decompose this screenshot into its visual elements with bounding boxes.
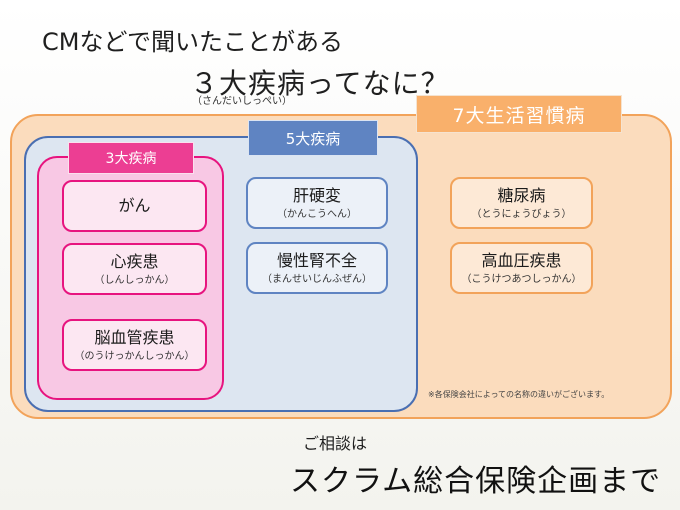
disease-card-chronic-renal-failure: 慢性腎不全 （まんせいじんふぜん）: [246, 242, 388, 294]
disease-card-cirrhosis: 肝硬変 （かんこうへん）: [246, 177, 388, 229]
disease-name: がん: [118, 196, 151, 215]
disease-card-cancer: がん: [62, 180, 207, 232]
disease-card-diabetes: 糖尿病 （とうにょうびょう）: [450, 177, 593, 229]
group-label-7-lifestyle-diseases: 7大生活習慣病: [416, 95, 622, 133]
disease-reading: （しんしっかん）: [94, 274, 175, 286]
footnote: ※各保険会社によっての名称の違いがございます。: [428, 390, 610, 399]
consult-label: ご相談は: [303, 434, 368, 453]
disease-reading: （こうけつあつしっかん）: [461, 273, 582, 285]
disease-card-hypertension: 高血圧疾患 （こうけつあつしっかん）: [450, 242, 593, 294]
headline: CMなどで聞いたことがある: [42, 28, 343, 56]
disease-reading: （かんこうへん）: [277, 208, 357, 220]
disease-reading: （まんせいじんふぜん）: [262, 273, 372, 285]
page-title-reading: （さんだいしっぺい）: [192, 96, 292, 107]
disease-name: 慢性腎不全: [276, 250, 357, 270]
disease-name: 肝硬変: [292, 185, 341, 205]
page-title: ３大疾病ってなに？: [190, 67, 450, 100]
disease-name: 高血圧疾患: [481, 250, 562, 270]
company-name: スクラム総合保険企画まで: [290, 464, 662, 499]
disease-name: 脳血管疾患: [94, 327, 175, 347]
disease-card-heart-disease: 心疾患 （しんしっかん）: [62, 243, 207, 295]
disease-card-cerebrovascular: 脳血管疾患 （のうけっかんしっかん）: [62, 319, 207, 371]
disease-name: 糖尿病: [497, 185, 546, 205]
group-label-5-major-diseases: 5大疾病: [248, 120, 378, 156]
group-label-3-major-diseases: 3大疾病: [68, 142, 194, 174]
disease-reading: （のうけっかんしっかん）: [74, 350, 195, 362]
disease-name: 心疾患: [110, 251, 159, 271]
disease-reading: （とうにょうびょう）: [471, 208, 572, 220]
